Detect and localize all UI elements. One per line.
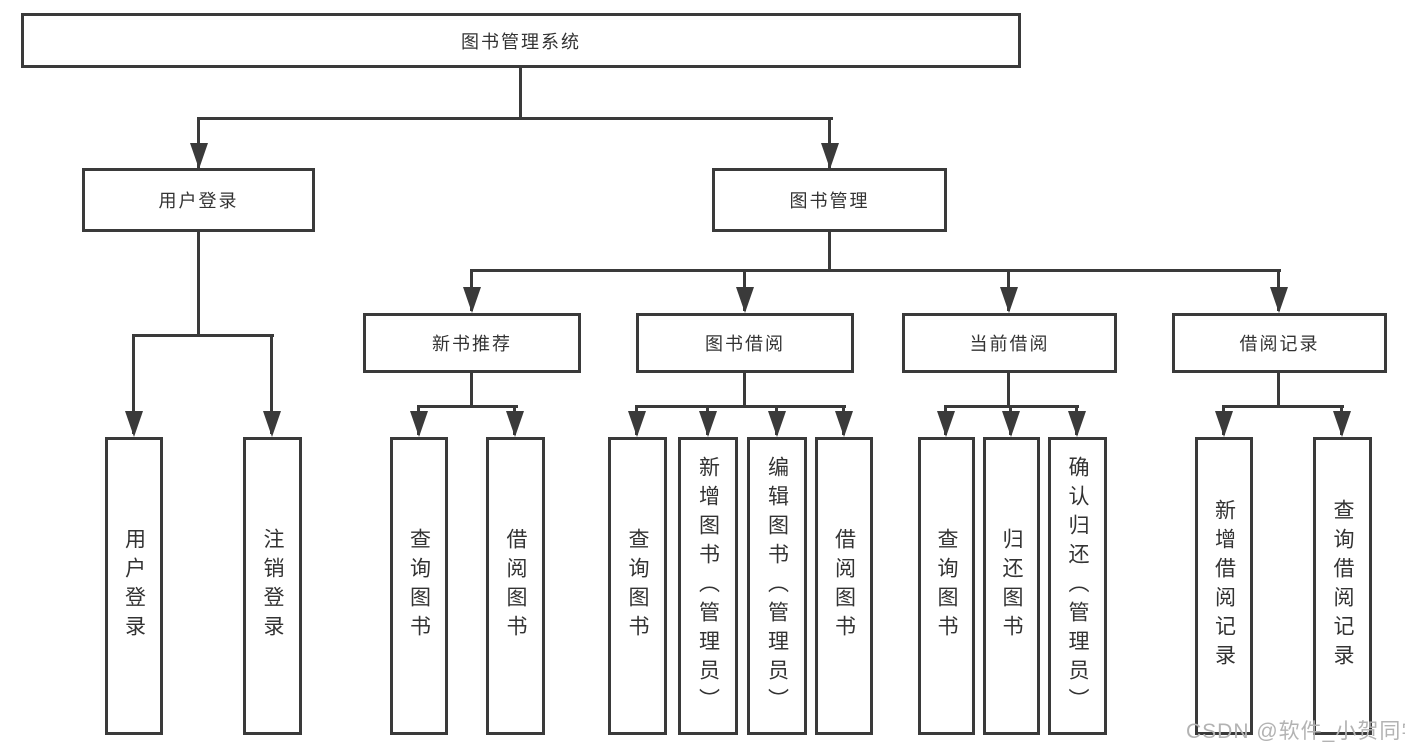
arrowhead-down-icon [190, 143, 208, 169]
connector-line [743, 373, 746, 408]
arrowhead-down-icon [736, 287, 754, 313]
connector-line [417, 405, 518, 408]
node-label: 编辑图书（管理员） [765, 455, 789, 717]
leaf-edit-book-admin: 编辑图书（管理员） [747, 437, 807, 735]
arrowhead-down-icon [506, 411, 524, 437]
node-label: 图书管理 [789, 191, 870, 211]
node-label: 查询图书 [626, 528, 650, 644]
connector-line [1277, 373, 1280, 408]
connector-line [197, 117, 833, 120]
node-book-management: 图书管理 [712, 168, 947, 232]
connector-line [635, 405, 846, 408]
node-label: 图书借阅 [705, 334, 785, 354]
leaf-recommend-borrow-book: 借阅图书 [486, 437, 545, 735]
node-label: 借阅记录 [1239, 334, 1320, 354]
arrowhead-down-icon [125, 411, 143, 437]
leaf-logout: 注销登录 [243, 437, 302, 735]
connector-line [270, 334, 273, 434]
node-new-book-recommend: 新书推荐 [363, 313, 581, 373]
node-label: 图书管理系统 [461, 31, 581, 52]
node-label: 注销登录 [261, 528, 285, 644]
arrowhead-down-icon [628, 411, 646, 437]
node-label: 用户登录 [122, 528, 146, 644]
node-label: 查询图书 [407, 528, 431, 644]
arrowhead-down-icon [263, 411, 281, 437]
leaf-query-borrow-record: 查询借阅记录 [1313, 437, 1372, 735]
arrowhead-down-icon [1068, 411, 1086, 437]
connector-line [1007, 373, 1010, 408]
node-label: 查询借阅记录 [1331, 499, 1355, 673]
connector-line [197, 232, 200, 336]
leaf-add-book-admin: 新增图书（管理员） [678, 437, 738, 735]
leaf-user-login: 用户登录 [105, 437, 163, 735]
connector-line [519, 67, 522, 119]
arrowhead-down-icon [463, 287, 481, 313]
arrowhead-down-icon [1000, 287, 1018, 313]
arrowhead-down-icon [410, 411, 428, 437]
arrowhead-down-icon [1215, 411, 1233, 437]
connector-line [132, 334, 135, 434]
node-borrow-records: 借阅记录 [1172, 313, 1387, 373]
arrowhead-down-icon [699, 411, 717, 437]
node-label: 借阅图书 [832, 528, 856, 644]
leaf-borrow-book: 借阅图书 [815, 437, 873, 735]
node-label: 当前借阅 [969, 334, 1050, 354]
leaf-current-query-book: 查询图书 [918, 437, 975, 735]
node-label: 借阅图书 [504, 528, 528, 644]
arrowhead-down-icon [821, 143, 839, 169]
arrowhead-down-icon [835, 411, 853, 437]
node-user-login: 用户登录 [82, 168, 315, 232]
connector-line [470, 269, 1281, 272]
connector-line [470, 373, 473, 408]
node-label: 新书推荐 [432, 334, 512, 354]
node-book-borrow: 图书借阅 [636, 313, 854, 373]
node-label: 查询图书 [935, 528, 959, 644]
arrowhead-down-icon [768, 411, 786, 437]
leaf-borrow-query-book: 查询图书 [608, 437, 667, 735]
leaf-return-book: 归还图书 [983, 437, 1040, 735]
node-label: 新增借阅记录 [1212, 499, 1236, 673]
node-label: 确认归还（管理员） [1066, 455, 1090, 717]
node-label: 用户登录 [158, 191, 239, 211]
arrowhead-down-icon [1002, 411, 1020, 437]
connector-line [1222, 405, 1344, 408]
csdn-watermark: CSDN @软件_小贺同学 [1186, 720, 1405, 743]
leaf-recommend-query-book: 查询图书 [390, 437, 448, 735]
node-label: 新增图书（管理员） [696, 455, 720, 717]
node-library-management-system: 图书管理系统 [21, 13, 1021, 68]
arrowhead-down-icon [1333, 411, 1351, 437]
node-current-borrow: 当前借阅 [902, 313, 1117, 373]
arrowhead-down-icon [937, 411, 955, 437]
connector-line [132, 334, 274, 337]
arrowhead-down-icon [1270, 287, 1288, 313]
leaf-confirm-return-admin: 确认归还（管理员） [1048, 437, 1107, 735]
node-label: 归还图书 [1000, 528, 1024, 644]
leaf-add-borrow-record: 新增借阅记录 [1195, 437, 1253, 735]
connector-line [828, 232, 831, 272]
